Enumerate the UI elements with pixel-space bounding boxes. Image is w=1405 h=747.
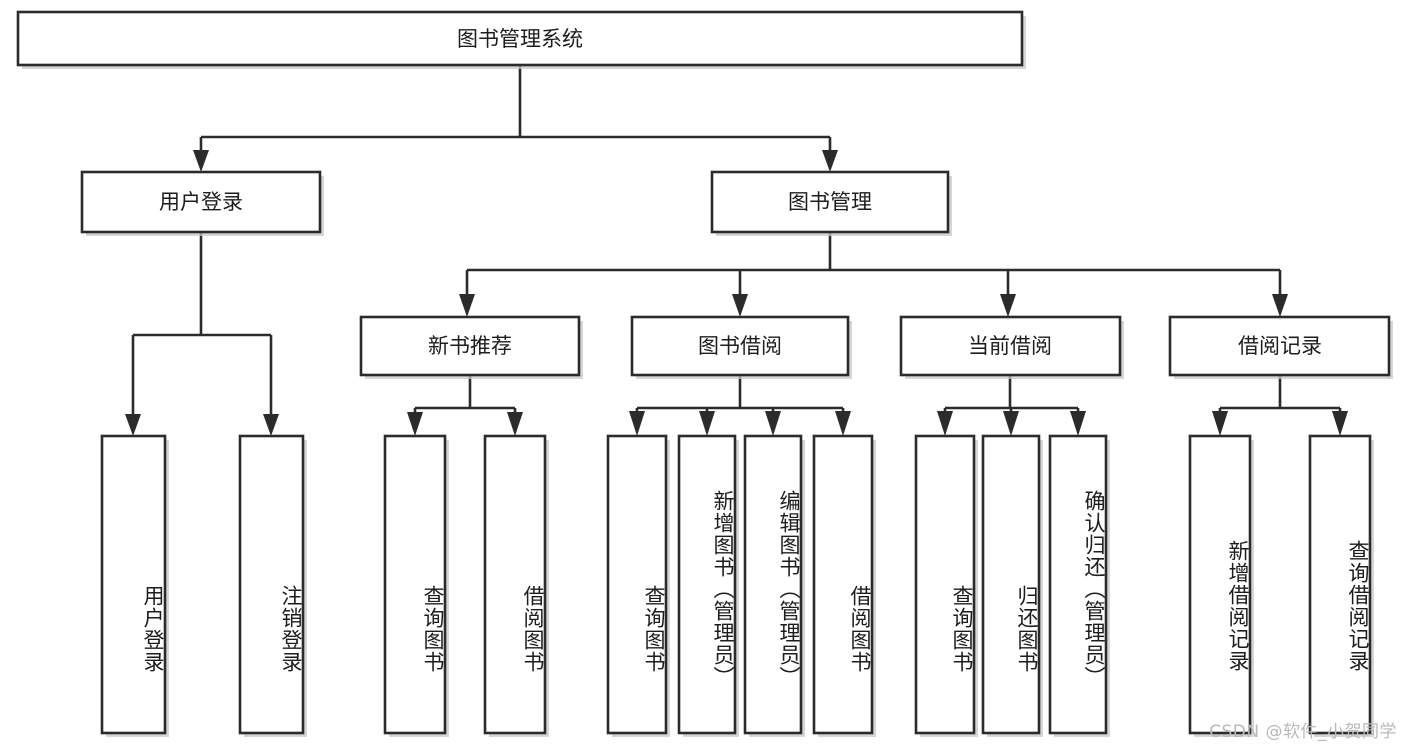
arrow-head-icon [629, 411, 645, 436]
leaf-rect-query-book-3[interactable] [914, 434, 976, 735]
leaf-rect-edit-book-admin[interactable] [743, 434, 803, 735]
node-borrow-records[interactable]: 借阅记录 [1168, 315, 1393, 379]
node-root-label: 图书管理系统 [457, 27, 583, 51]
leaf-rect-borrow-book-1[interactable] [483, 434, 547, 735]
arrow-head-icon [1272, 294, 1288, 317]
arrow-head-icon [1070, 411, 1086, 436]
leaf-rect-add-record[interactable] [1188, 434, 1252, 735]
arrow-head-icon [407, 412, 423, 436]
node-borrow-records-label: 借阅记录 [1238, 334, 1322, 358]
node-book-management-label: 图书管理 [788, 190, 872, 214]
leaf-rect-confirm-return-admin[interactable] [1048, 434, 1108, 735]
node-new-book-recommend[interactable]: 新书推荐 [359, 315, 583, 379]
node-current-borrow-label: 当前借阅 [968, 334, 1052, 358]
arrow-head-icon [125, 414, 141, 436]
arrow-head-icon [507, 412, 523, 436]
node-book-borrow[interactable]: 图书借阅 [630, 315, 852, 379]
leaf-rect-query-record[interactable] [1308, 434, 1372, 735]
node-book-management[interactable]: 图书管理 [710, 170, 952, 236]
arrow-head-icon [1212, 411, 1228, 436]
leaf-node-group [100, 434, 1374, 737]
node-book-borrow-rect[interactable] [630, 315, 850, 377]
leaf-rect-logout[interactable] [238, 434, 305, 735]
node-book-borrow-label: 图书借阅 [698, 334, 782, 358]
arrow-head-icon [263, 414, 279, 436]
leaf-rect-borrow-book-2[interactable] [812, 434, 874, 735]
node-user-login[interactable]: 用户登录 [80, 170, 324, 236]
node-borrow-records-rect[interactable] [1168, 315, 1391, 377]
leaf-rect-query-book-1[interactable] [383, 434, 447, 735]
arrow-head-icon [765, 411, 781, 436]
leaf-rect-user-login[interactable] [100, 434, 167, 735]
arrow-head-icon [732, 294, 748, 317]
arrow-head-icon [699, 411, 715, 436]
node-root[interactable]: 图书管理系统 [16, 10, 1026, 69]
leaf-rect-add-book-admin[interactable] [677, 434, 737, 735]
node-user-login-label: 用户登录 [159, 190, 243, 214]
arrow-head-icon [835, 411, 851, 436]
arrow-head-icon [1003, 411, 1019, 436]
node-book-management-rect[interactable] [710, 170, 950, 234]
leaf-rect-query-book-2[interactable] [606, 434, 668, 735]
node-user-login-rect[interactable] [80, 170, 322, 234]
arrow-head-icon [937, 411, 953, 436]
arrow-head-icon [193, 150, 209, 172]
connector-layer [125, 65, 1348, 436]
arrow-head-icon [1332, 411, 1348, 436]
node-current-borrow[interactable]: 当前借阅 [899, 315, 1124, 379]
leaf-rect-return-book[interactable] [981, 434, 1041, 735]
arrow-head-icon [822, 150, 838, 172]
arrow-head-icon [459, 294, 475, 317]
node-layer: 图书管理系统 用户登录 图书管理 新书推荐 [16, 10, 1393, 737]
node-new-book-recommend-rect[interactable] [359, 315, 581, 377]
node-new-book-recommend-label: 新书推荐 [428, 334, 512, 358]
node-root-rect[interactable] [16, 10, 1024, 67]
node-current-borrow-rect[interactable] [899, 315, 1122, 377]
arrow-head-icon [1000, 294, 1016, 317]
